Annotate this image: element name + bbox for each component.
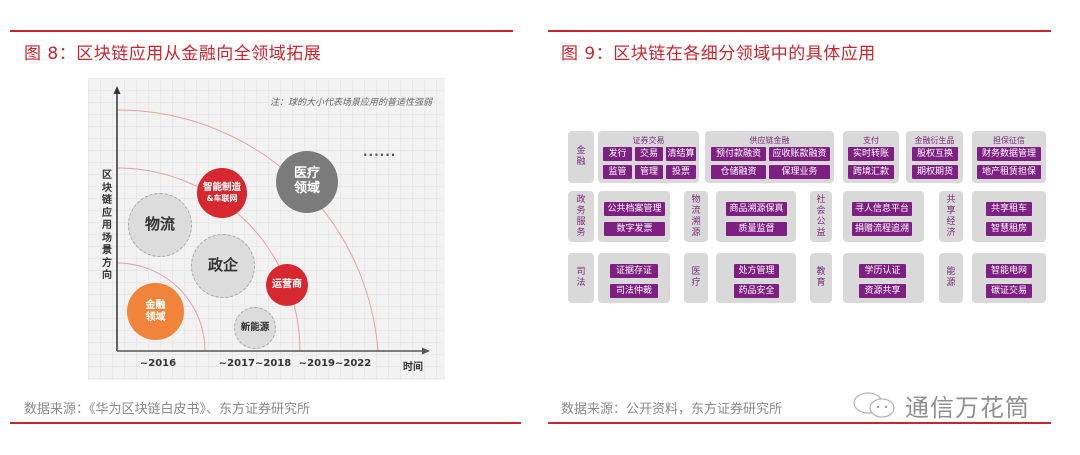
x-tick-2016: ~2016 [139,358,177,369]
category-energy: 能源 [939,253,963,303]
tag-carbon-trading: 碳证交易 [986,284,1032,298]
bubble-label: 金融 [145,300,166,311]
bubble-label: 运营商 [272,279,302,291]
group-title: 支付 [863,136,879,145]
tag-product-tracing: 商品溯源保真 [726,202,787,216]
tag-equity-swap: 股权互换 [912,147,958,161]
category-label: 共享经济 [946,194,956,238]
bottom-divider-right [548,422,1051,424]
tag-judicial-arbitration: 司法仲裁 [610,284,658,298]
figure-8-source: 数据来源：《华为区块链白皮书》、东方证券研究所 [24,402,311,417]
tag-crossborder-remit: 跨境汇款 [848,165,894,179]
bubble-finance: 金融 领域 [127,283,184,340]
figure-9-source: 数据来源：公开资料，东方证券研究所 [561,402,783,417]
category-label: 教育 [816,267,826,288]
tag-quality-supervision: 质量监督 [726,222,787,236]
watermark-text: 通信万花筒 [905,394,1030,422]
x-tick-2019-2022: ~2019~2022 [298,358,372,369]
category-logistics-tracing: 物流溯源 [684,191,708,242]
bubble-sublabel: 领域 [293,181,320,196]
tag-receivables-finance: 应收账款融资 [769,147,830,161]
tag-management: 管理 [635,165,663,179]
category-label: 物流溯源 [691,194,701,238]
group-title: 担保征信 [993,136,1025,145]
category-education: 教育 [810,253,832,303]
bubble-medical: 医疗 领域 [276,151,338,213]
x-axis-label: 时间 [403,362,423,373]
wechat-icon [853,392,895,418]
bubble-new-energy: 新能源 [234,307,276,349]
tag-evidence-storage: 证据存证 [610,264,658,278]
chart-note: 注：球的大小代表场景应用的普适性强弱 [270,98,433,108]
top-divider-right [548,30,1051,32]
tag-car-sharing: 共享租车 [986,202,1032,216]
x-tick-2017-2018: ~2017~2018 [218,358,292,369]
tag-donation-tracing: 捐赠流程追溯 [852,222,912,236]
bubble-label: 政企 [207,256,238,275]
category-medical: 医疗 [684,253,708,303]
tag-smart-grid: 智能电网 [986,264,1032,278]
tag-degree-verification: 学历认证 [859,264,906,278]
more-ellipsis: ...... [363,145,397,159]
category-label: 金融 [576,146,586,167]
y-axis-label: 区块链应用场景方向 [102,170,112,281]
bubble-sublabel: &车联网 [206,193,238,203]
chart-axes-and-arcs [113,86,430,355]
tag-realtime-transfer: 实时转账 [848,147,894,161]
bubble-label: 物流 [144,215,175,234]
tag-financial-data-mgmt: 财务数据管理 [977,147,1041,161]
tag-prescription-mgmt: 处方管理 [734,264,779,278]
category-label: 医疗 [691,267,701,288]
category-judiciary: 司法 [568,253,594,303]
category-social-welfare: 社会公益 [810,191,832,242]
tag-options-futures: 期权期货 [912,165,958,179]
bubble-logistics: 物流 [128,193,192,257]
group-title: 金融衍生品 [914,136,955,145]
bubble-sublabel: 领域 [145,311,166,323]
tag-clearing: 清结算 [666,147,696,161]
category-government-services: 政务服务 [568,191,594,242]
tag-drug-safety: 药品安全 [734,284,779,298]
tag-trade: 交易 [635,147,663,161]
category-sharing-economy: 共享经济 [939,191,963,242]
category-label: 能源 [946,267,956,288]
tag-public-archive: 公共档案管理 [604,202,665,216]
category-label: 司法 [576,267,586,288]
figure-8-title: 图 8：区块链应用从金融向全领域拓展 [24,44,322,64]
tag-voting: 投票 [666,165,696,179]
tag-factoring: 保理业务 [769,165,830,179]
bubble-government: 政企 [191,234,255,298]
tag-digital-invoice: 数字发票 [604,222,665,236]
top-divider [10,30,513,32]
tag-smart-rental: 智慧租房 [986,222,1032,236]
tag-prepayment-finance: 预付款融资 [711,147,766,161]
category-label: 政务服务 [576,194,586,238]
category-finance: 金融 [568,131,594,183]
group-title: 证券交易 [632,136,665,145]
bottom-divider [10,422,521,424]
figure-8-panel: 图 8：区块链应用从金融向全领域拓展 注：球的大小代表场景应用的普适性强弱 ..… [10,30,521,424]
tag-supervision: 监管 [603,165,632,179]
bubble-carrier: 运营商 [266,264,308,306]
tag-property-lease-guarantee: 地产租赁担保 [977,165,1041,179]
figure-9-title: 图 9：区块链在各细分领域中的具体应用 [561,44,876,64]
bubble-label: 新能源 [240,321,270,333]
group-title: 供应链金融 [749,136,790,145]
bubble-label: 智能制造 [202,181,241,193]
tag-issue: 发行 [603,147,632,161]
tag-warehouse-finance: 仓储融资 [711,165,766,179]
tag-missing-person: 寻人信息平台 [852,202,912,216]
tag-resource-sharing: 资源共享 [859,284,906,298]
bubble-smart-manufacturing: 智能制造 &车联网 [197,168,247,218]
bubble-label: 医疗 [293,166,320,182]
category-label: 社会公益 [816,194,826,238]
